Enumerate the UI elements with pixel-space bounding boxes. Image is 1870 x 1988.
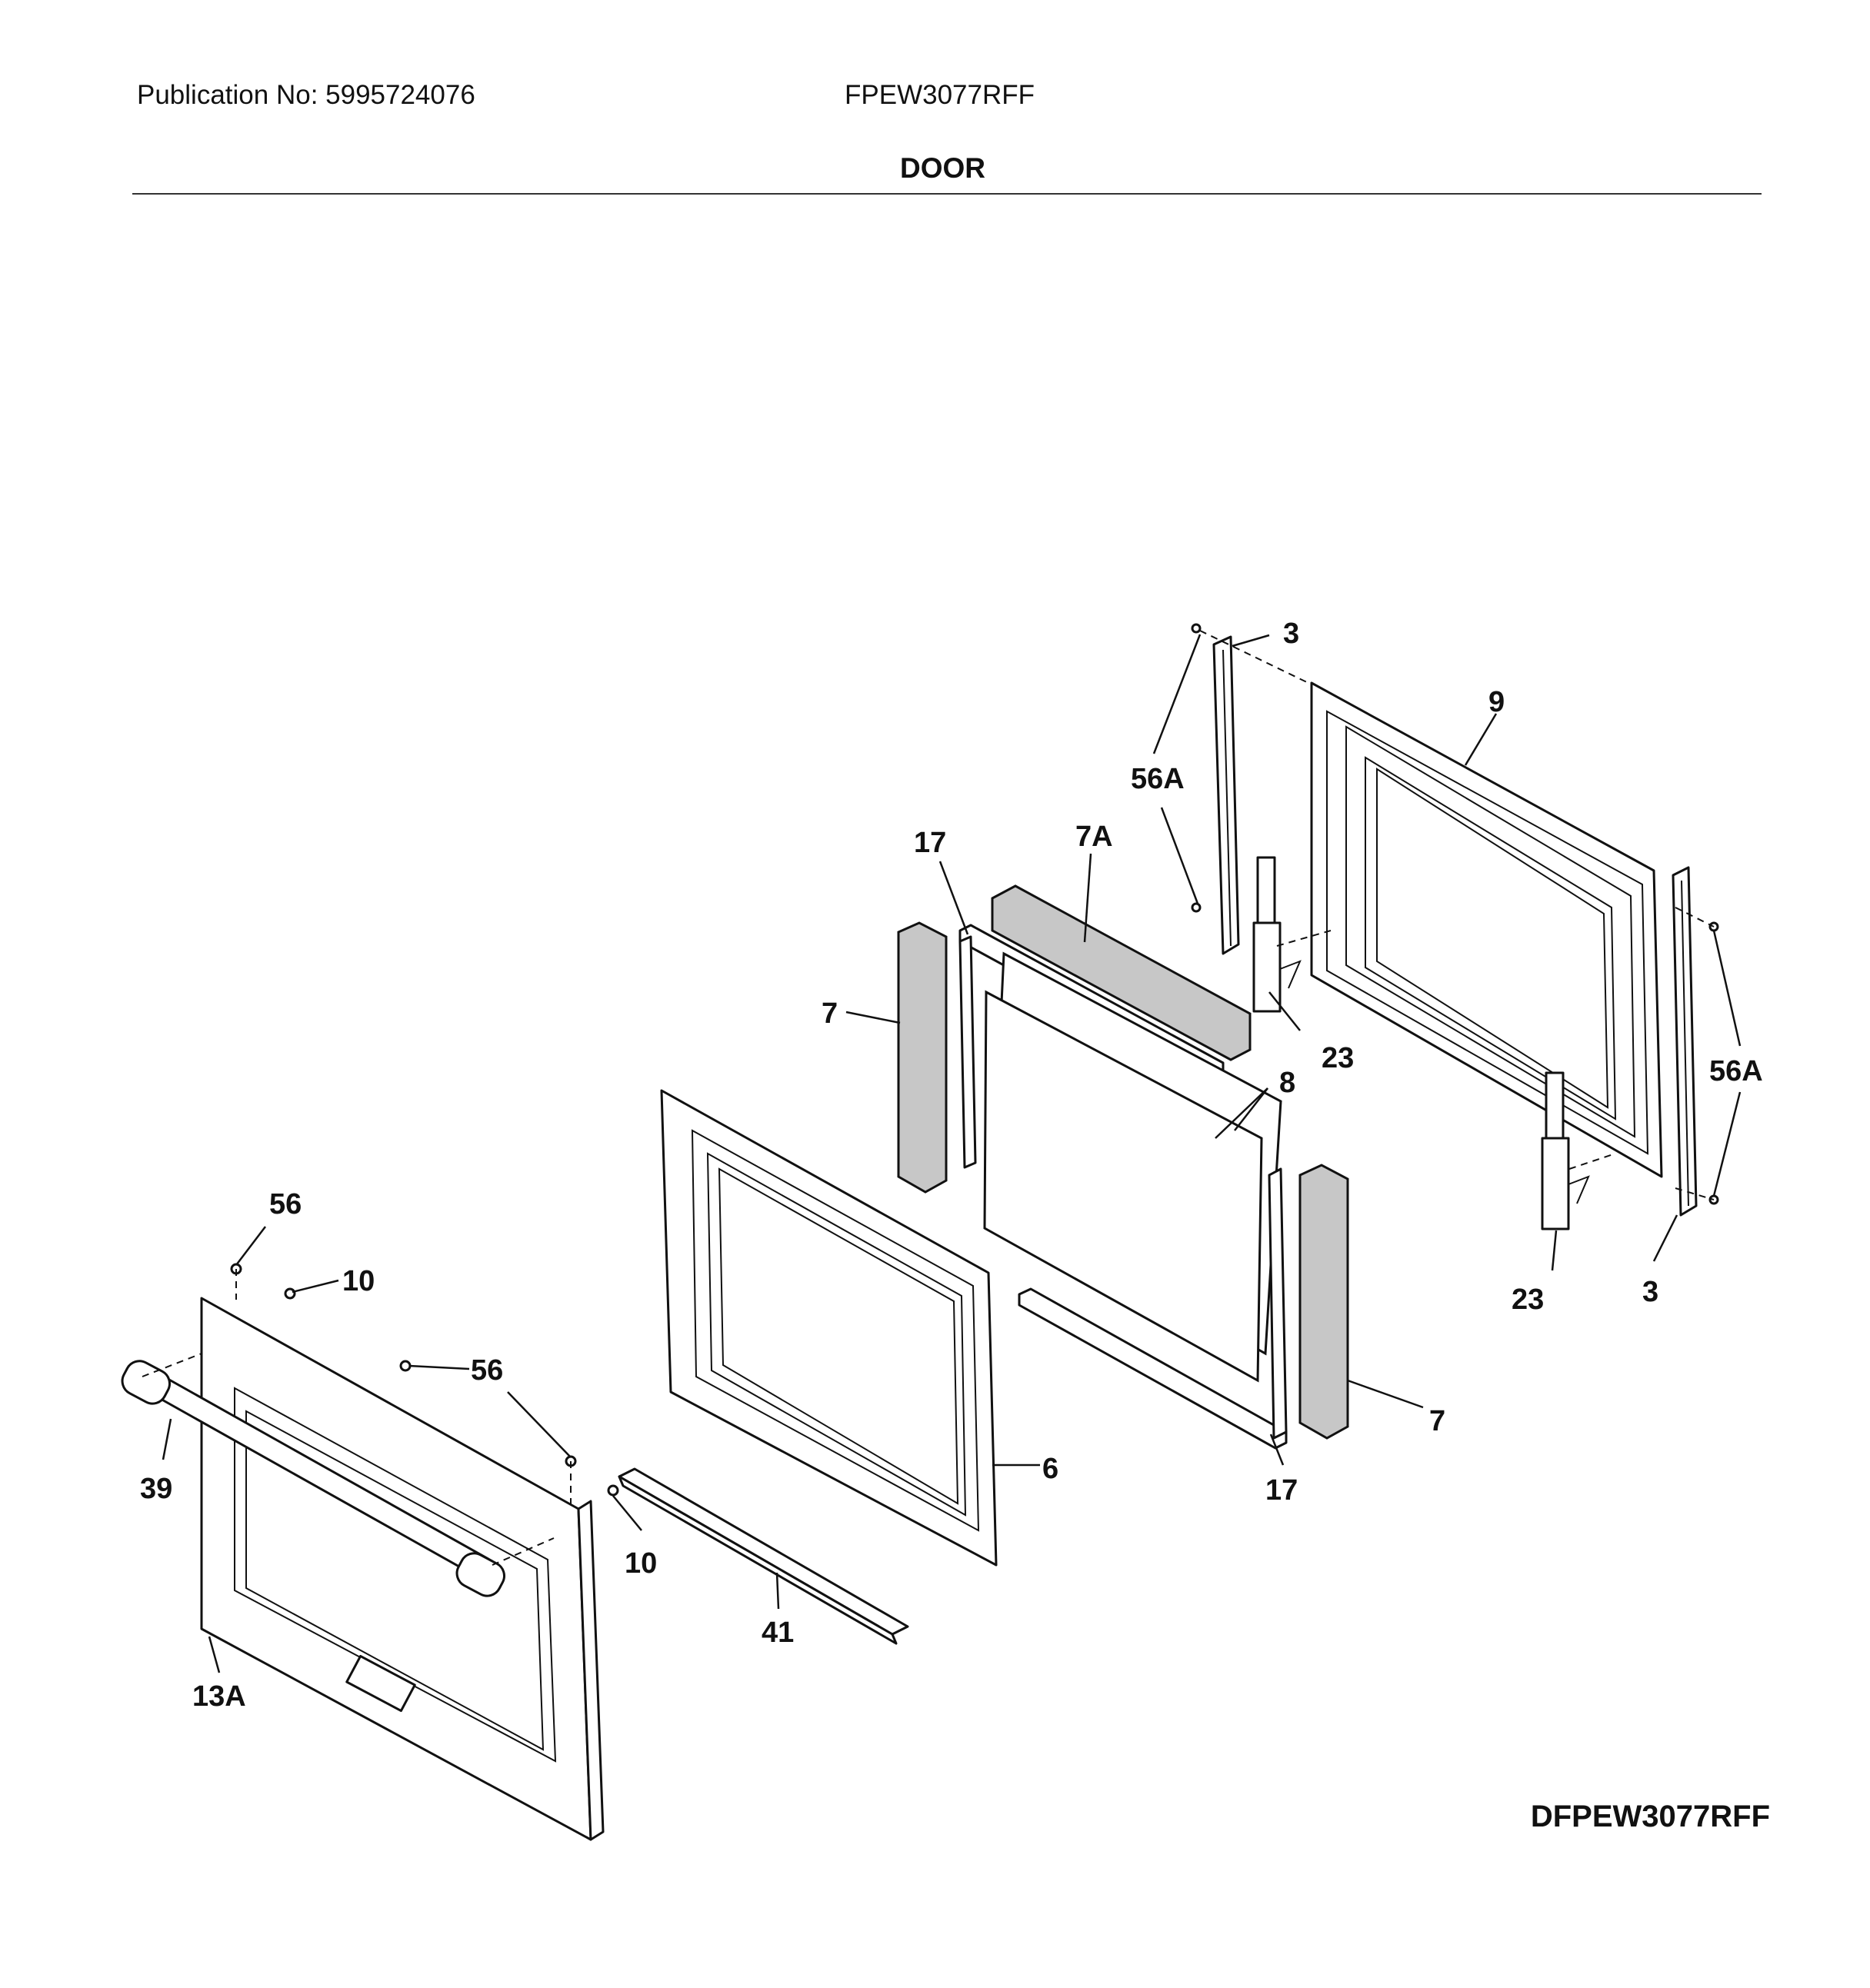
callout-56-top: 56	[269, 1188, 302, 1220]
diagram-id: DFPEW3077RFF	[1530, 1800, 1770, 1833]
callout-39: 39	[140, 1473, 172, 1505]
insulation-left	[897, 921, 948, 1194]
callout-23-bottom: 23	[1512, 1284, 1544, 1316]
model-number: FPEW3077RFF	[845, 80, 1035, 110]
callout-41: 41	[762, 1617, 794, 1649]
gasket-channel-bottom	[1018, 1167, 1288, 1450]
window-glass	[983, 951, 1282, 1383]
inner-door-panel	[1310, 681, 1663, 1178]
insulation-right	[1298, 1164, 1349, 1440]
callout-labels: 3 9 56A 17 7A 7 23 8 56A 56 10 56 23 3 3…	[140, 618, 1763, 1713]
door-frame	[660, 1089, 998, 1567]
callout-7-left: 7	[822, 997, 838, 1030]
hinge-bottom	[1541, 1071, 1590, 1230]
hinge-channel-bottom	[1672, 866, 1698, 1217]
callout-6: 6	[1042, 1453, 1058, 1485]
insulation-top	[991, 884, 1252, 1061]
callout-8: 8	[1279, 1067, 1295, 1099]
leader-lines	[162, 634, 1742, 1673]
callout-56a-top: 56A	[1131, 763, 1185, 795]
callout-3-bottom: 3	[1642, 1276, 1658, 1308]
header-rule	[132, 193, 1762, 195]
callout-3-top: 3	[1283, 618, 1299, 650]
callout-23-top: 23	[1322, 1042, 1354, 1074]
assembly-lines	[142, 630, 1715, 1566]
bottom-trim	[618, 1467, 909, 1645]
publication-number: Publication No: 5995724076	[137, 80, 475, 110]
callout-13a: 13A	[192, 1680, 246, 1713]
screws	[230, 623, 1719, 1497]
hinge-channel-top	[1212, 635, 1240, 955]
callout-17-top: 17	[914, 827, 946, 859]
callout-7-right: 7	[1429, 1405, 1445, 1437]
callout-10-bottom: 10	[625, 1547, 657, 1580]
section-title: DOOR	[900, 152, 985, 184]
door-handle	[121, 1360, 505, 1597]
callout-17-bottom: 17	[1265, 1474, 1298, 1507]
hinge-top	[1252, 856, 1302, 1013]
callout-7a: 7A	[1075, 821, 1113, 853]
callout-56-mid: 56	[471, 1354, 503, 1387]
outer-door	[200, 1297, 605, 1841]
callout-56a-right: 56A	[1709, 1055, 1763, 1087]
callout-9: 9	[1488, 686, 1505, 718]
callout-10-top: 10	[342, 1265, 375, 1297]
